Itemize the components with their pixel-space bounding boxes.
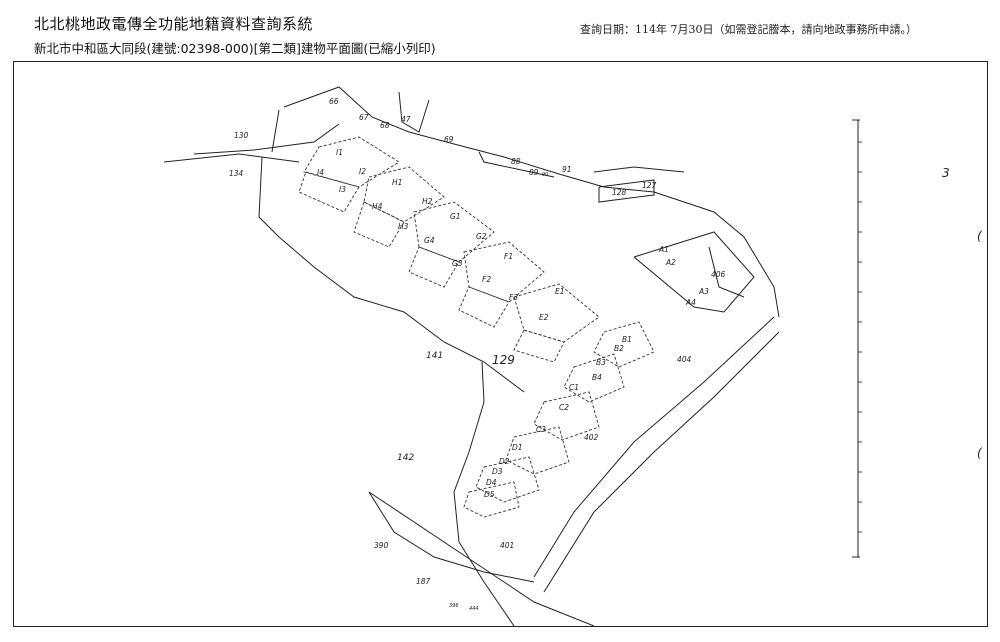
unit-C3: C3 (536, 425, 546, 434)
parcel-142: 142 (397, 453, 414, 463)
unit-D3: D3 (492, 467, 503, 476)
parcel-396: 396 (449, 603, 459, 609)
unit-G2: G2 (476, 232, 487, 241)
parcel-90: 90 (542, 172, 548, 178)
unit-I2: I2 (359, 167, 366, 176)
parcel-88: 88 (511, 157, 521, 166)
cadastral-plan: 66 67 68 47 69 88 89 90 91 130 134 128 1… (163, 86, 983, 626)
parcel-47: 47 (401, 115, 411, 124)
unit-H4: H4 (372, 202, 383, 211)
unit-A2: A2 (665, 258, 676, 267)
parcel-67: 67 (359, 113, 369, 122)
edge-mark-3: 3 (942, 166, 950, 180)
unit-G4: G4 (424, 236, 435, 245)
parcel-91: 91 (562, 165, 572, 174)
parcel-406: 406 (711, 270, 726, 279)
parcel-130: 130 (234, 131, 249, 140)
parcel-402: 402 (584, 433, 599, 442)
query-date: 查詢日期：114年 7月30日（如需登記謄本，請向地政事務所申請。） (580, 23, 917, 36)
unit-A4: A4 (685, 298, 696, 307)
page-title: 北北桃地政電傳全功能地籍資料查詢系統 (34, 15, 314, 33)
unit-I3: I3 (339, 185, 346, 194)
document-subtitle: 新北市中和區大同段(建號:02398-000)[第二類]建物平面圖(已縮小列印) (34, 41, 436, 56)
unit-F2: F2 (482, 275, 491, 284)
floor-plan-frame: 66 67 68 47 69 88 89 90 91 130 134 128 1… (13, 61, 988, 627)
unit-B3: B3 (596, 358, 606, 367)
unit-E2: E2 (539, 313, 549, 322)
unit-D2: D2 (499, 457, 510, 466)
unit-D5: D5 (484, 490, 495, 499)
unit-A3: A3 (698, 287, 709, 296)
unit-H1: H1 (392, 178, 402, 187)
parcel-68: 68 (380, 121, 390, 130)
parcel-401: 401 (500, 541, 514, 550)
parcel-390: 390 (374, 541, 389, 550)
parcel-187: 187 (416, 577, 431, 586)
unit-C2: C2 (559, 403, 569, 412)
unit-G3: G3 (452, 259, 463, 268)
parcel-404: 404 (677, 355, 692, 364)
parcel-444: 444 (469, 606, 479, 612)
unit-F1: F1 (504, 252, 513, 261)
unit-I1: I1 (336, 148, 343, 157)
parcel-129: 129 (492, 353, 515, 367)
unit-C1: C1 (569, 383, 579, 392)
unit-B1: B1 (622, 335, 632, 344)
unit-A1: A1 (658, 245, 669, 254)
parcel-141: 141 (426, 351, 443, 361)
edge-mark-paren-1: ( (977, 229, 983, 243)
edge-mark-paren-2: ( (977, 446, 983, 460)
unit-B4: B4 (592, 373, 602, 382)
unit-B2: B2 (614, 344, 624, 353)
parcel-69: 69 (444, 135, 454, 144)
unit-I4: I4 (317, 168, 324, 177)
unit-F3: F3 (509, 293, 518, 302)
parcel-89: 89 (529, 168, 539, 177)
unit-E1: E1 (555, 287, 565, 296)
unit-H3: H3 (398, 222, 409, 231)
unit-D1: D1 (512, 443, 523, 452)
unit-D4: D4 (486, 478, 497, 487)
unit-G1: G1 (450, 212, 461, 221)
parcel-128: 128 (612, 188, 627, 197)
parcel-66: 66 (329, 97, 339, 106)
parcel-134: 134 (229, 169, 244, 178)
parcel-127: 127 (642, 181, 657, 190)
unit-H2: H2 (422, 197, 433, 206)
